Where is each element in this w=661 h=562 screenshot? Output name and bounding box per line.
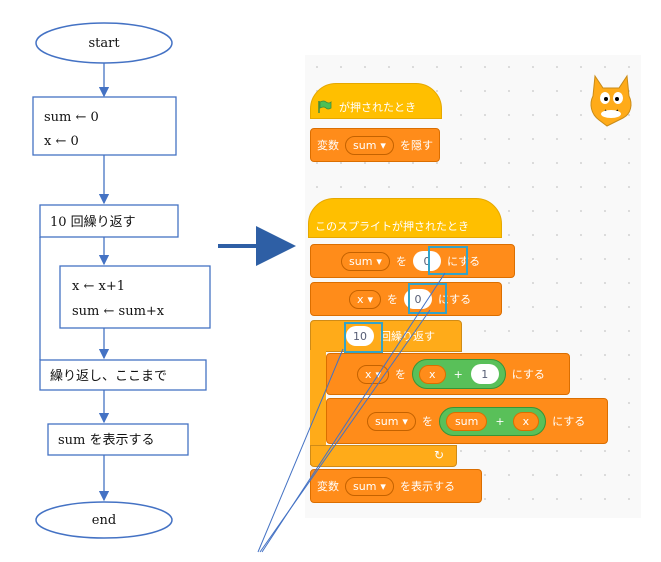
dropdown-caret-icon: ▾ [380, 479, 386, 493]
init-line2: x ← 0 [44, 134, 79, 149]
repeat-block-header[interactable]: 10 回繰り返す [310, 320, 462, 352]
dropdown-caret-icon: ▾ [367, 292, 374, 306]
add-operator-x-plus-1[interactable]: x + 1 [412, 359, 506, 389]
set-x-mid: を [387, 293, 399, 306]
show-variable-block[interactable]: 変数 sum ▾ を表示する [310, 469, 482, 503]
highlight-set-sum-value [428, 246, 468, 275]
hide-var-dropdown[interactable]: sum ▾ [345, 135, 394, 155]
body-line1: x ← x+1 [72, 279, 125, 294]
show-var-label: 変数 [317, 480, 339, 493]
set-sum-inner-dropdown[interactable]: sum ▾ [367, 411, 416, 431]
add-rhs-x-reporter[interactable]: x [512, 411, 540, 431]
set-x-inner-mid: を [395, 368, 407, 381]
add-op-symbol: + [453, 367, 463, 381]
set-sum-inner-var: sum [375, 414, 399, 428]
add-op-symbol: + [495, 414, 505, 428]
loop-start-box [39, 204, 179, 238]
set-x-dropdown[interactable]: x ▾ [349, 289, 382, 309]
set-x-block[interactable]: x ▾ を 0 にする [310, 282, 502, 316]
set-sum-value-input[interactable]: 0 [412, 251, 441, 271]
set-sum-dropdown[interactable]: sum ▾ [341, 251, 390, 271]
loop-body-box [59, 265, 211, 329]
repeat-block-footer: ↻ [310, 445, 457, 467]
dropdown-caret-icon: ▾ [376, 254, 382, 268]
set-x-inner-var: x [365, 367, 372, 381]
hide-var-suffix: を隠す [399, 139, 433, 152]
end-terminal [35, 501, 173, 539]
add-lhs-x-reporter[interactable]: x [419, 364, 446, 384]
when-sprite-clicked-block[interactable]: このスプライトが押されたとき [308, 198, 502, 238]
sprite-hat-label: このスプライトが押されたとき [315, 220, 469, 233]
start-label: start [88, 36, 120, 51]
flag-hat-label: が押されたとき [339, 101, 416, 114]
output-box [47, 423, 189, 456]
set-x-inner-suffix: にする [511, 368, 545, 381]
set-x-var: x [357, 292, 364, 306]
set-sum-inner-suffix: にする [552, 415, 586, 428]
loop-start-label: 10 回繰り返す [50, 215, 136, 230]
add-operator-sum-plus-x[interactable]: sum + x [438, 406, 547, 436]
show-var-suffix: を表示する [399, 480, 455, 493]
init-process-box [32, 96, 177, 156]
dropdown-caret-icon: ▾ [380, 138, 386, 152]
end-label: end [92, 513, 116, 528]
show-var-name: sum [353, 479, 377, 493]
green-flag-icon [318, 100, 332, 113]
output-label: sum を表示する [58, 433, 155, 448]
set-sum-block[interactable]: sum ▾ を 0 にする [310, 244, 515, 278]
loop-arrow-icon: ↻ [433, 448, 444, 462]
add-lhs-sum-reporter[interactable]: sum [445, 411, 488, 431]
hide-var-name: sum [353, 138, 377, 152]
set-sum-var: sum [349, 254, 373, 268]
set-sum-suffix: にする [446, 255, 481, 268]
add-rhs-1-input[interactable]: 1 [470, 364, 499, 384]
when-flag-clicked-block[interactable]: が押されたとき [310, 83, 442, 119]
scratch-code-panel: が押されたとき 変数 sum ▾ を隠す このスプライトが押されたとき sum … [305, 55, 641, 518]
set-sum-inner-block[interactable]: sum ▾ を sum + x にする [326, 398, 608, 444]
set-sum-mid: を [395, 255, 407, 268]
loop-end-label: 繰り返し、ここまで [50, 369, 167, 384]
repeat-count-input[interactable]: 10 [346, 326, 374, 346]
repeat-label: 回繰り返す [380, 330, 435, 343]
loop-end-box [39, 359, 207, 391]
set-sum-inner-mid: を [421, 415, 433, 428]
set-x-inner-block[interactable]: x ▾ を x + 1 にする [326, 353, 570, 395]
highlight-repeat-count [344, 322, 383, 353]
hide-variable-block[interactable]: 変数 sum ▾ を隠す [310, 128, 440, 162]
dropdown-caret-icon: ▾ [402, 414, 408, 428]
show-var-dropdown[interactable]: sum ▾ [345, 476, 394, 496]
body-line2: sum ← sum+x [72, 304, 165, 319]
init-line1: sum ← 0 [44, 110, 99, 125]
hide-var-label: 変数 [317, 139, 339, 152]
scratch-cat-icon [590, 74, 632, 127]
